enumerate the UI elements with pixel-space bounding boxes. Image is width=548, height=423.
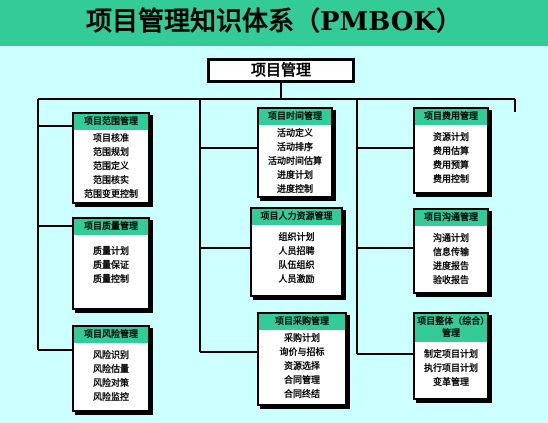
page-title: 项目管理知识体系（PMBOK） <box>85 7 463 37</box>
area-item: 范围规划 <box>92 148 129 158</box>
root-node: 项目管理 <box>207 58 355 83</box>
area-quality-management: 项目质量管理 质量计划 质量保证 质量控制 <box>72 217 150 310</box>
area-item: 沟通计划 <box>432 234 469 244</box>
area-item: 活动定义 <box>276 129 313 139</box>
area-item: 执行项目计划 <box>423 364 478 374</box>
area-integration-management: 项目整体（综合）管理 制定项目计划 执行项目计划 变革管理 <box>413 312 489 400</box>
area-item: 组织计划 <box>278 233 315 243</box>
area-item: 费用预算 <box>432 161 469 171</box>
area-title: 项目时间管理 <box>259 109 331 125</box>
area-item: 人员招聘 <box>278 247 315 257</box>
area-item: 资源计划 <box>432 133 469 143</box>
area-title: 项目采购管理 <box>259 314 345 330</box>
area-item: 验收报告 <box>432 276 469 286</box>
area-title: 项目风险管理 <box>74 327 148 343</box>
area-time-management: 项目时间管理 活动定义 活动排序 活动时间估算 进度计划 进度控制 <box>257 107 333 198</box>
area-cost-management: 项目费用管理 资源计划 费用估算 费用预算 费用控制 <box>413 107 489 194</box>
title-bar <box>0 0 548 46</box>
area-item: 费用控制 <box>432 175 469 185</box>
area-item: 质量控制 <box>92 275 129 285</box>
area-human-resource-management: 项目人力资源管理 组织计划 人员招聘 队伍组织 人员激励 <box>250 207 343 297</box>
area-item: 合同管理 <box>283 376 320 386</box>
area-item: 进度控制 <box>276 185 313 195</box>
area-item: 范围核实 <box>92 176 129 186</box>
area-title: 项目质量管理 <box>74 219 148 235</box>
area-item: 费用估算 <box>432 147 469 157</box>
area-scope-management: 项目范围管理 项目核准 范围规划 范围定义 范围核实 范围变更控制 <box>72 112 150 204</box>
area-title: 项目沟通管理 <box>415 210 487 226</box>
area-item: 风险对策 <box>92 379 129 389</box>
area-item: 进度报告 <box>432 262 469 272</box>
area-item: 进度计划 <box>276 171 313 181</box>
area-item: 范围定义 <box>92 162 129 172</box>
area-title: 项目人力资源管理 <box>252 209 341 225</box>
area-item: 资源选择 <box>283 362 320 372</box>
area-item: 队伍组织 <box>278 261 315 271</box>
area-item: 询价与招标 <box>279 348 325 358</box>
area-title: 项目范围管理 <box>74 114 148 130</box>
area-item: 风险识别 <box>92 351 129 361</box>
area-title: 项目整体（综合）管理 <box>415 314 487 342</box>
area-communications-management: 项目沟通管理 沟通计划 信息传输 进度报告 验收报告 <box>413 208 489 294</box>
area-item: 质量保证 <box>92 261 129 271</box>
area-item: 信息传输 <box>432 248 469 258</box>
area-item: 活动时间估算 <box>267 157 322 167</box>
area-item: 采购计划 <box>283 334 320 344</box>
area-item: 项目核准 <box>92 134 129 144</box>
area-item: 风险估量 <box>92 365 129 375</box>
area-item: 人员激励 <box>278 275 315 285</box>
area-item: 合同终结 <box>283 390 320 400</box>
area-item: 变革管理 <box>432 378 469 388</box>
area-item: 风险监控 <box>92 393 129 403</box>
area-item: 制定项目计划 <box>423 350 478 360</box>
area-item: 范围变更控制 <box>83 190 138 200</box>
area-title: 项目费用管理 <box>415 109 487 125</box>
area-procurement-management: 项目采购管理 采购计划 询价与招标 资源选择 合同管理 合同终结 <box>257 312 347 406</box>
area-item: 活动排序 <box>276 143 313 153</box>
area-item: 质量计划 <box>92 247 129 257</box>
area-risk-management: 项目风险管理 风险识别 风险估量 风险对策 风险监控 <box>72 325 150 412</box>
